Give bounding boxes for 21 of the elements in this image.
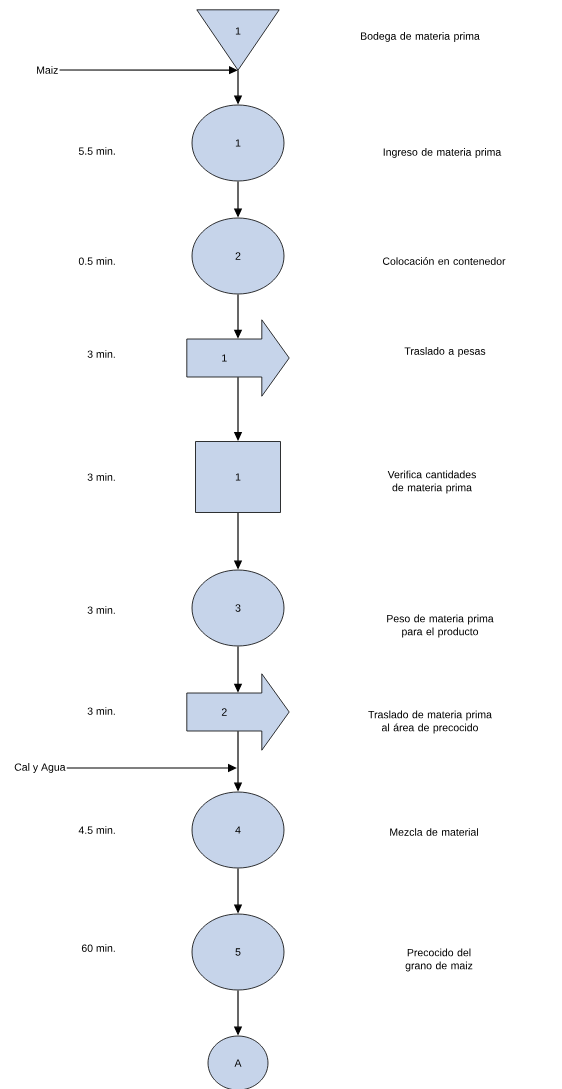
- step-description: Mezcla de material: [390, 828, 478, 836]
- step-description: Peso de materia prima para el producto: [387, 614, 494, 638]
- step-description: Precocido del grano de maiz: [405, 948, 473, 972]
- step-description: Traslado a pesas: [404, 347, 486, 357]
- step-description: Colocación en contenedor: [382, 257, 506, 265]
- input-label: Cal y Agua: [14, 763, 66, 773]
- time-label: 3 min.: [87, 606, 115, 614]
- time-label: 3 min.: [87, 707, 115, 715]
- time-label: 4.5 min.: [78, 826, 115, 834]
- storage-triangle: 1: [196, 9, 280, 71]
- input-label: Maiz: [37, 66, 58, 74]
- time-label: 0.5 min.: [78, 257, 115, 265]
- time-label: 3 min.: [87, 350, 115, 358]
- step-description: Bodega de materia prima: [361, 32, 480, 42]
- step-description: Verifica cantidades de materia prima: [387, 470, 476, 494]
- step-description: Traslado de materia prima al área de precocido: [368, 710, 492, 734]
- time-label: 3 min.: [87, 473, 115, 481]
- inspection-square: 1: [195, 441, 281, 513]
- time-label: 60 min.: [81, 944, 115, 952]
- step-description: Ingreso de materia prima: [383, 148, 502, 158]
- time-label: 5.5 min.: [78, 147, 115, 155]
